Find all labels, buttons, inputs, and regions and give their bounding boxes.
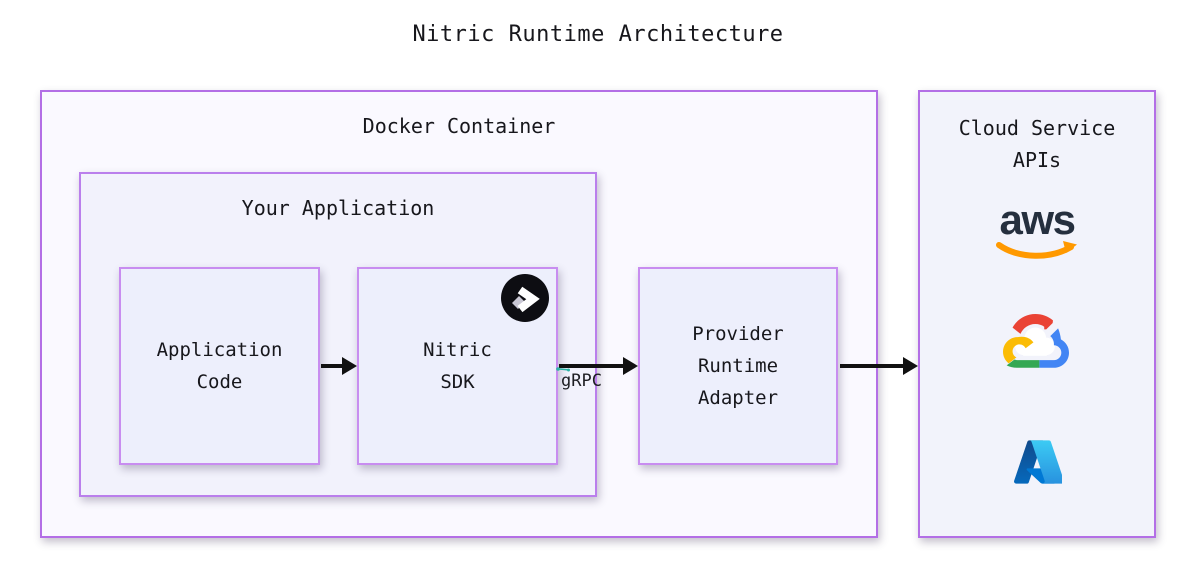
- nitric-sdk-line2: SDK: [440, 371, 475, 393]
- provider-runtime-adapter-label: Provider Runtime Adapter: [692, 318, 784, 414]
- arrow-sdk-to-adapter: [559, 357, 638, 375]
- cloud-label-line1: Cloud Service: [958, 116, 1116, 140]
- provider-line1: Provider: [692, 323, 784, 345]
- nitric-logo-icon: [501, 274, 549, 322]
- cloud-service-apis-label: Cloud Service APIs: [920, 92, 1154, 176]
- diagram-title: Nitric Runtime Architecture: [412, 22, 784, 47]
- aws-logo-text: aws: [999, 196, 1076, 243]
- provider-line2: Runtime: [697, 355, 779, 377]
- application-code-line2: Code: [196, 371, 243, 393]
- your-application-label: Your Application: [241, 196, 435, 220]
- cloud-label-line2: APIs: [1012, 148, 1062, 172]
- grpc-connection-label: gRPC: [556, 367, 602, 391]
- arrow-adapter-to-cloud: [840, 357, 918, 375]
- docker-container-label: Docker Container: [362, 114, 556, 138]
- provider-runtime-adapter-node: Provider Runtime Adapter: [638, 267, 838, 465]
- cloud-service-apis-box: Cloud Service APIs: [918, 90, 1156, 538]
- provider-line3: Adapter: [697, 387, 779, 409]
- google-cloud-logo: [1003, 314, 1069, 368]
- grpc-label-text: gRPC: [561, 371, 602, 391]
- nitric-sdk-line1: Nitric: [423, 339, 492, 361]
- grpc-antenna-icon: [556, 367, 570, 372]
- nitric-sdk-label: Nitric SDK: [423, 334, 492, 398]
- aws-logo: aws: [995, 196, 1079, 268]
- arrow-appcode-to-sdk: [321, 357, 357, 375]
- application-code-label: Application Code: [157, 334, 283, 398]
- azure-logo: [1014, 440, 1062, 484]
- application-code-node: Application Code: [119, 267, 320, 465]
- aws-smile-icon: [996, 241, 1077, 259]
- application-code-line1: Application: [156, 339, 283, 361]
